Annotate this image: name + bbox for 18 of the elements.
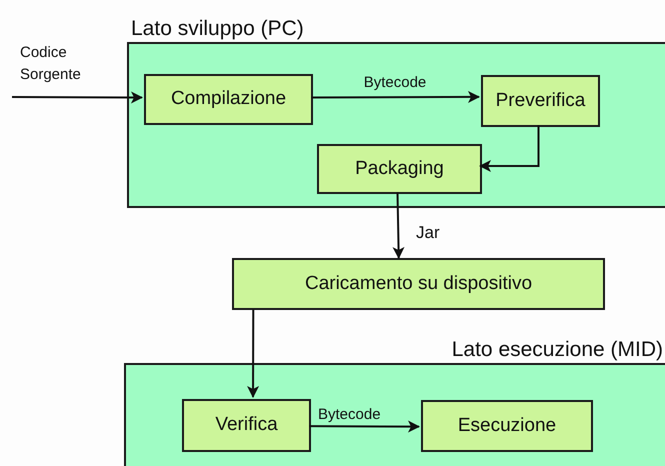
arrow (479, 125, 540, 172)
group-title: Lato esecuzione (MID) (452, 337, 663, 363)
arrow (392, 192, 405, 259)
process-box: Compilazione (144, 74, 313, 125)
arrow (309, 420, 420, 433)
process-box: Packaging (317, 144, 482, 194)
process-box: Preverifica (481, 75, 600, 127)
process-box: Esecuzione (421, 400, 593, 452)
edge-label: Bytecode (362, 73, 428, 93)
edge-label: Jar (416, 222, 441, 244)
arrow (311, 90, 480, 103)
arrow (12, 91, 143, 104)
group-title: Lato sviluppo (PC) (131, 16, 304, 42)
process-box: Verifica (182, 399, 311, 452)
arrow (247, 310, 260, 398)
edge-label: Codice Sorgente (20, 43, 82, 85)
process-box: Caricamento su dispositivo (232, 258, 605, 310)
edge-label: Bytecode (318, 405, 382, 425)
